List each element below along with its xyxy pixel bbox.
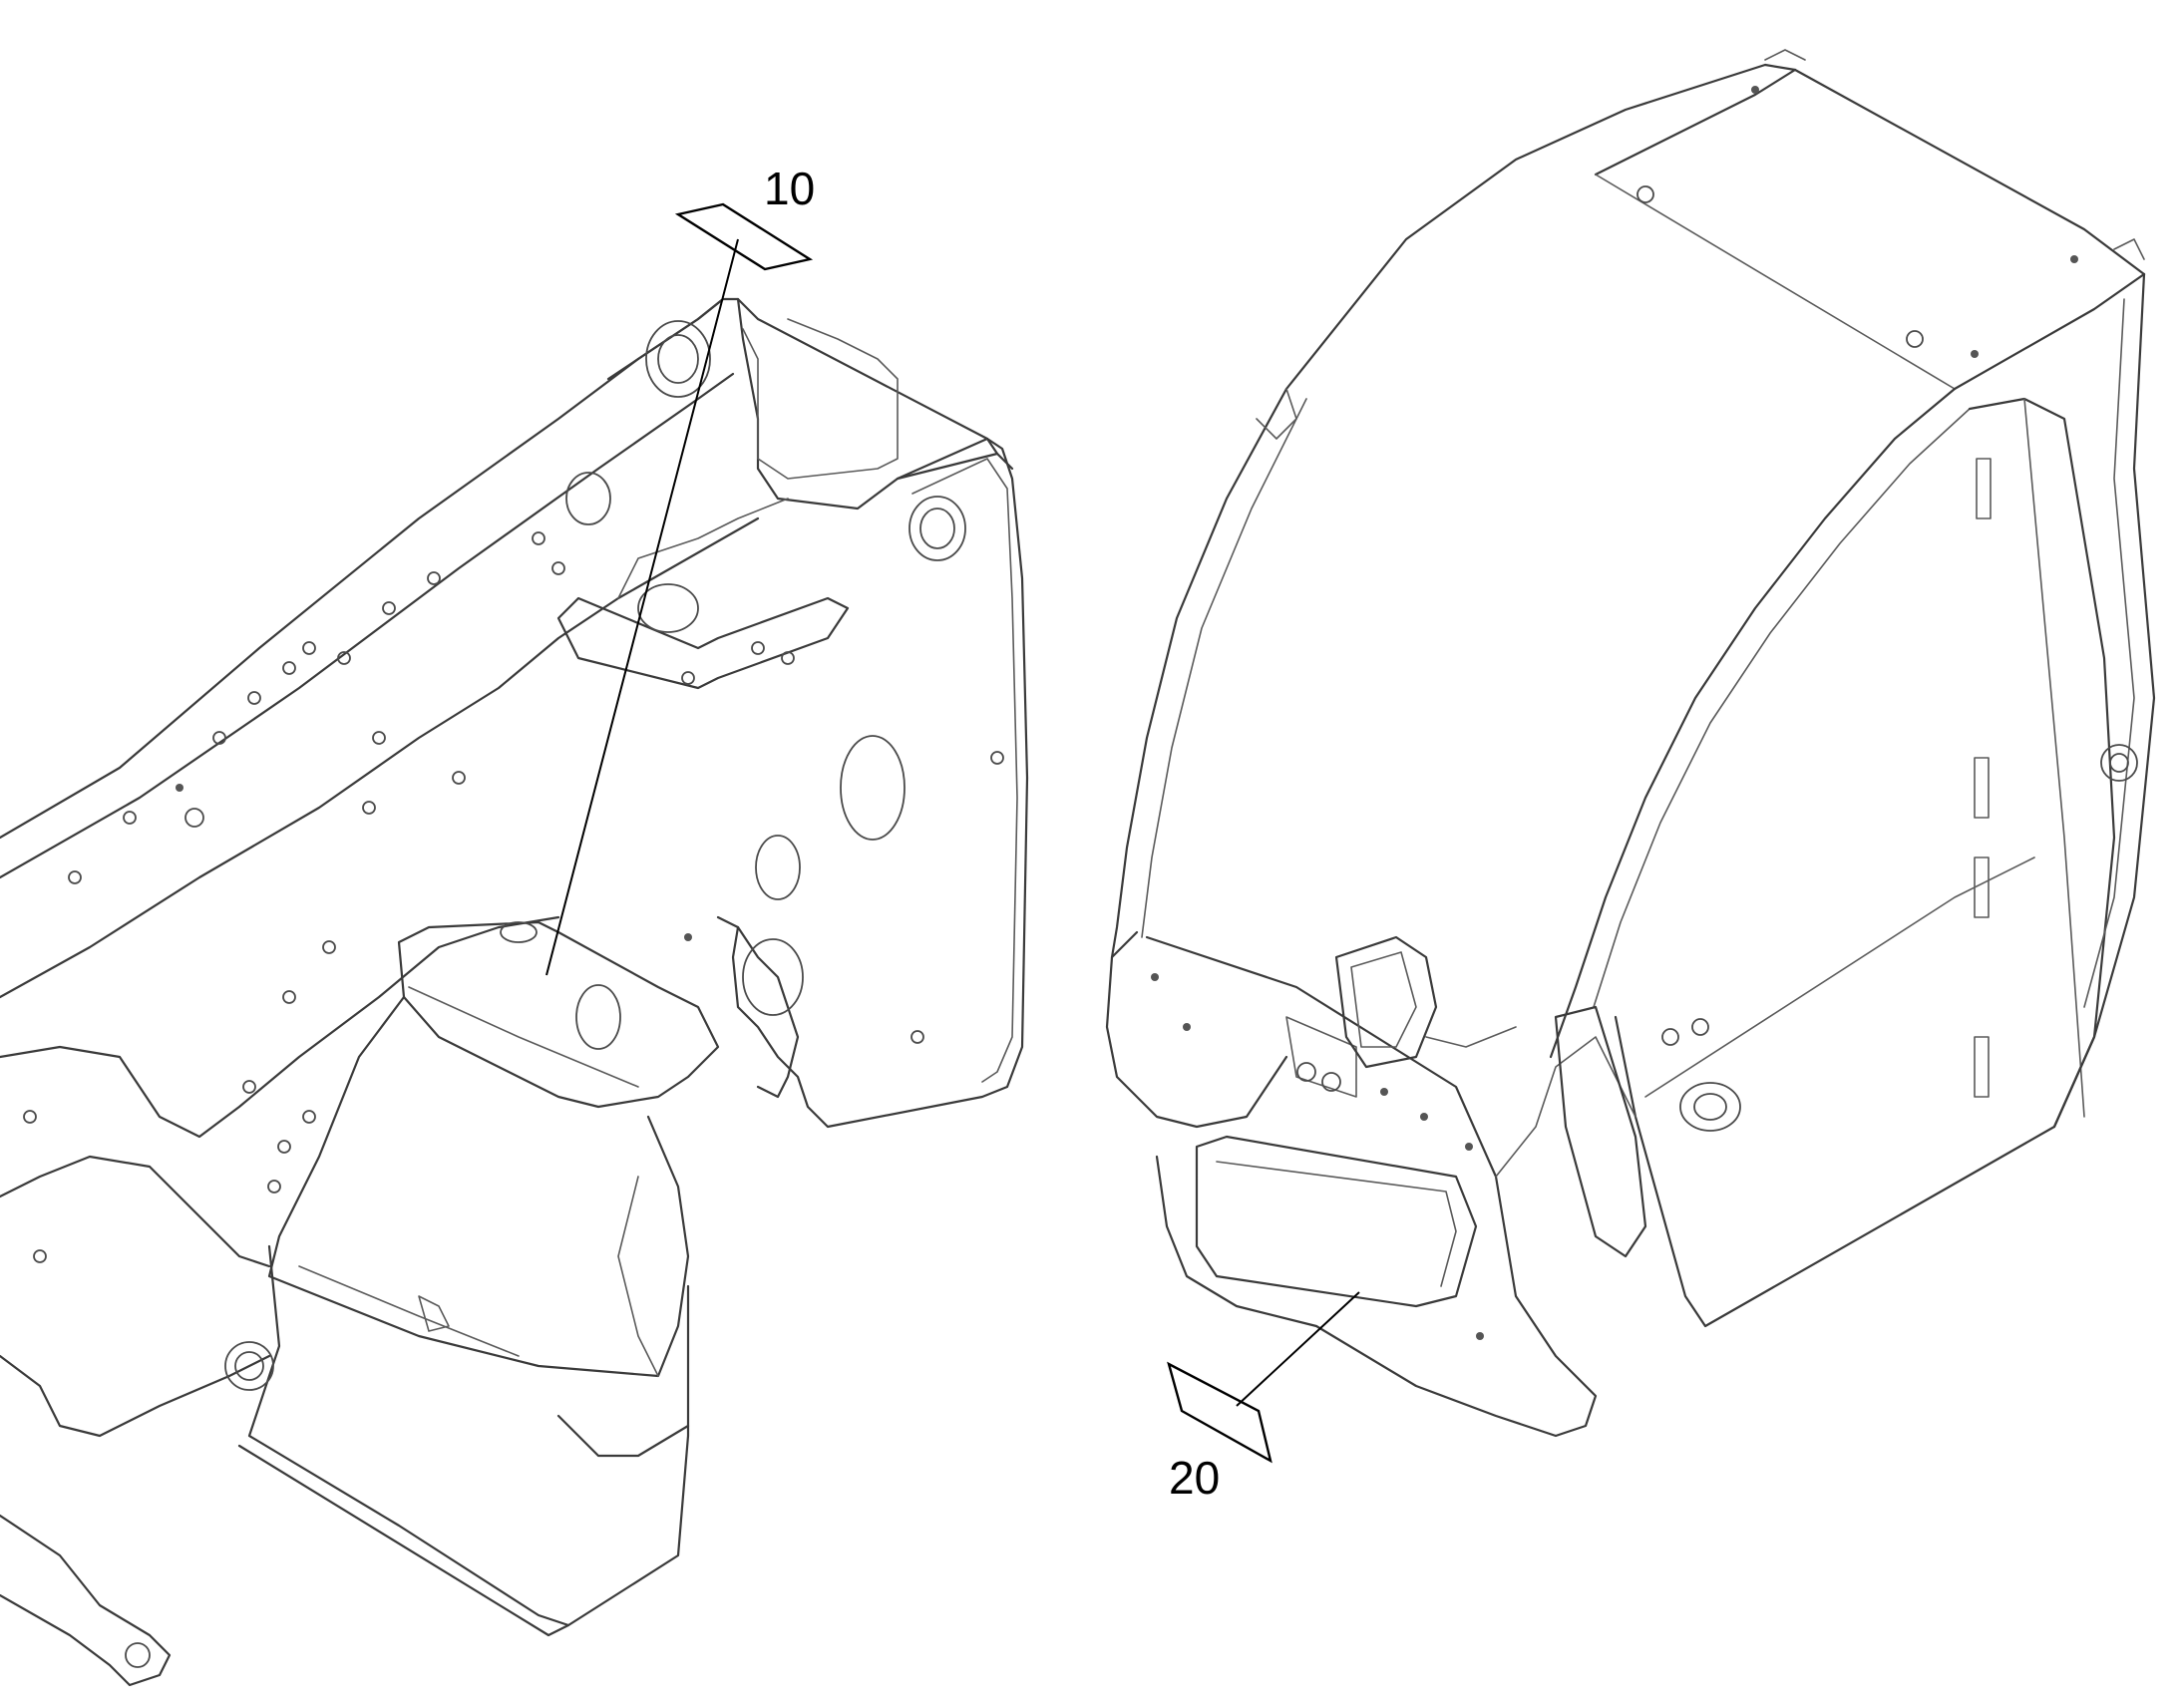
callout-10-group: 10 bbox=[545, 163, 815, 976]
cab-windshield-frame-inner bbox=[1141, 398, 1307, 938]
cab-roof-rear bbox=[1594, 68, 1797, 176]
callout-label-10: 10 bbox=[764, 163, 815, 214]
cab-base-bolts bbox=[1151, 973, 1709, 1340]
operator-cab bbox=[1105, 49, 2156, 1438]
cab-base-side-fold bbox=[1495, 1036, 1636, 1178]
cab-rear-pillar-inner bbox=[2083, 298, 2135, 1008]
cab-roof-right-edge bbox=[1953, 272, 2146, 391]
frame-bolt-holes bbox=[23, 531, 1004, 1263]
cab-roof-fixtures bbox=[1636, 49, 2145, 358]
toolbox-body bbox=[247, 1244, 690, 1627]
frame-beam-inner-edge bbox=[0, 372, 735, 879]
frame-pivot-boss-side-inner bbox=[919, 508, 955, 549]
frame-side-plate bbox=[731, 437, 1029, 1129]
tank-body-fold bbox=[617, 1176, 659, 1377]
stabilizer-leg-pin bbox=[125, 1642, 151, 1668]
frame-cutout-top-window bbox=[637, 583, 699, 633]
cab-base-body bbox=[1145, 935, 1598, 1438]
frame-cutout-left bbox=[575, 984, 621, 1050]
frame-cutout-upper-left bbox=[565, 472, 611, 525]
tank-body bbox=[267, 995, 690, 1378]
cab-roof-front bbox=[1284, 63, 1797, 391]
frame-inner-wall bbox=[742, 318, 899, 480]
cab-mirror-bracket bbox=[1425, 1026, 1517, 1048]
decal-10-symbol bbox=[674, 202, 814, 271]
leader-line-10 bbox=[545, 238, 739, 976]
frame-cross-member bbox=[556, 596, 850, 690]
cab-door-handle-inner bbox=[1693, 1093, 1727, 1121]
frame-pivot-boss-top bbox=[645, 320, 711, 398]
cab-a-pillar-inner bbox=[1593, 408, 1971, 1008]
tank-top-edge bbox=[408, 986, 639, 1088]
hydraulic-connector-inner bbox=[234, 1351, 264, 1381]
cab-door-upper-edge bbox=[2023, 398, 2085, 1118]
frame-upper-plate-edge bbox=[736, 297, 999, 511]
cab-console-switch-1 bbox=[1296, 1062, 1316, 1082]
frame-pivot-boss-side bbox=[908, 496, 966, 561]
hydraulic-connector bbox=[224, 1341, 274, 1391]
frame-body-bottom bbox=[0, 1155, 271, 1268]
cab-console-switch-2 bbox=[1321, 1072, 1341, 1092]
cab-door-window-split bbox=[1644, 856, 2035, 1098]
frame-body-left bbox=[0, 516, 760, 999]
chassis-frame bbox=[0, 297, 1029, 1687]
tank-filler-cap bbox=[500, 921, 538, 943]
cab-console bbox=[1285, 1016, 1357, 1098]
cab-mirror-bracket-left bbox=[1256, 388, 1297, 440]
toolbox-lid-edge bbox=[298, 1265, 520, 1357]
cab-door-handle bbox=[1679, 1082, 1741, 1132]
stabilizer-leg bbox=[0, 1514, 172, 1687]
frame-beam-top-edge bbox=[0, 297, 725, 840]
frame-bracket-plate bbox=[716, 915, 800, 1099]
frame-body-underside bbox=[0, 1354, 271, 1438]
frame-cutout-large bbox=[840, 735, 906, 841]
decal-20-symbol bbox=[1167, 1361, 1272, 1464]
cab-rear-pillar bbox=[2052, 272, 2156, 1129]
frame-inner-rib bbox=[617, 498, 789, 599]
cab-base-front bbox=[1105, 930, 1288, 1129]
cab-work-lamp-lens bbox=[1350, 951, 1417, 1048]
cab-door-outline bbox=[1614, 397, 2116, 1328]
frame-body-left-lower bbox=[0, 915, 560, 1139]
cab-work-lamp bbox=[1334, 935, 1438, 1069]
callout-20-group: 20 bbox=[1167, 1291, 1360, 1504]
cab-rear-lamp bbox=[2100, 744, 2138, 782]
callout-label-20: 20 bbox=[1169, 1452, 1220, 1504]
frame-side-plate-inner bbox=[911, 458, 1018, 1083]
cab-base-recess-inner bbox=[1216, 1161, 1457, 1287]
toolbox-side bbox=[556, 1414, 690, 1458]
cab-door-hinges bbox=[1974, 458, 1992, 1098]
frame-upper-plate bbox=[606, 297, 1014, 471]
cab-roof-top bbox=[1793, 68, 2146, 276]
cab-base-recess bbox=[1195, 1135, 1478, 1308]
cab-windshield-frame-outer bbox=[1110, 387, 1288, 959]
leader-line-20 bbox=[1236, 1291, 1360, 1407]
frame-cutout-low bbox=[742, 938, 804, 1016]
cab-side-window bbox=[1554, 1005, 1647, 1258]
cab-a-pillar bbox=[1549, 387, 1957, 1059]
frame-cutout-mid bbox=[755, 835, 801, 900]
cab-rear-lamp-inner bbox=[2109, 753, 2129, 773]
toolbox-latch bbox=[418, 1295, 450, 1332]
cab-roof-panel bbox=[1595, 173, 1956, 390]
tank-top bbox=[397, 920, 720, 1109]
frame-pivot-boss-top-inner bbox=[657, 334, 699, 384]
toolbox-flange bbox=[237, 1444, 570, 1637]
